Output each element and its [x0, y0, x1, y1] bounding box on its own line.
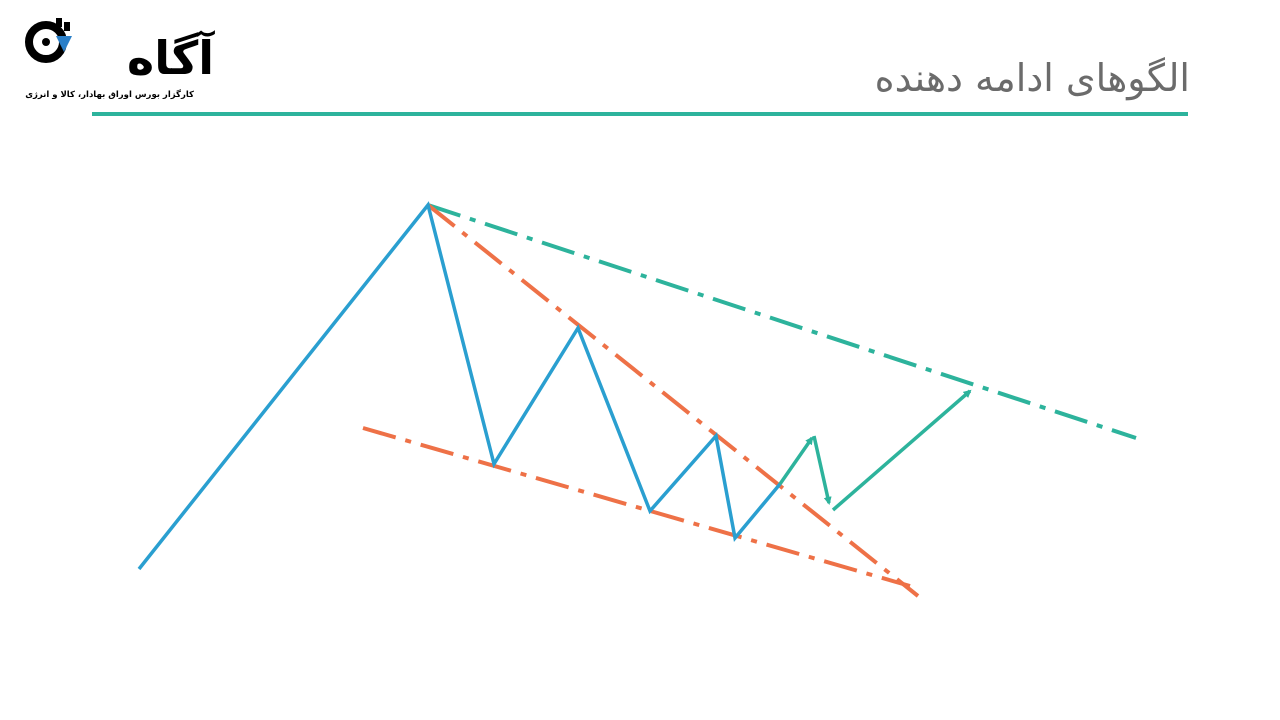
- wedge-resistance-line: [426, 203, 920, 598]
- pullback-arrow: [812, 435, 832, 505]
- title-divider: [92, 112, 1188, 116]
- company-logo: آگاه کارگزار بورس اوراق بهادار، کالا و ا…: [20, 12, 214, 106]
- logo-tagline: کارگزار بورس اوراق بهادار، کالا و انرژی: [25, 90, 194, 100]
- page-title: الگوهای ادامه دهنده: [874, 56, 1190, 100]
- upper-trend-line: [427, 203, 1137, 440]
- wedge-support-line: [362, 426, 911, 588]
- price-path: [137, 201, 782, 571]
- breakout-arrow-up: [778, 436, 814, 485]
- clock-gauge-icon: [25, 18, 72, 63]
- logo-wordmark: آگاه: [127, 31, 214, 85]
- continuation-arrow: [831, 389, 972, 512]
